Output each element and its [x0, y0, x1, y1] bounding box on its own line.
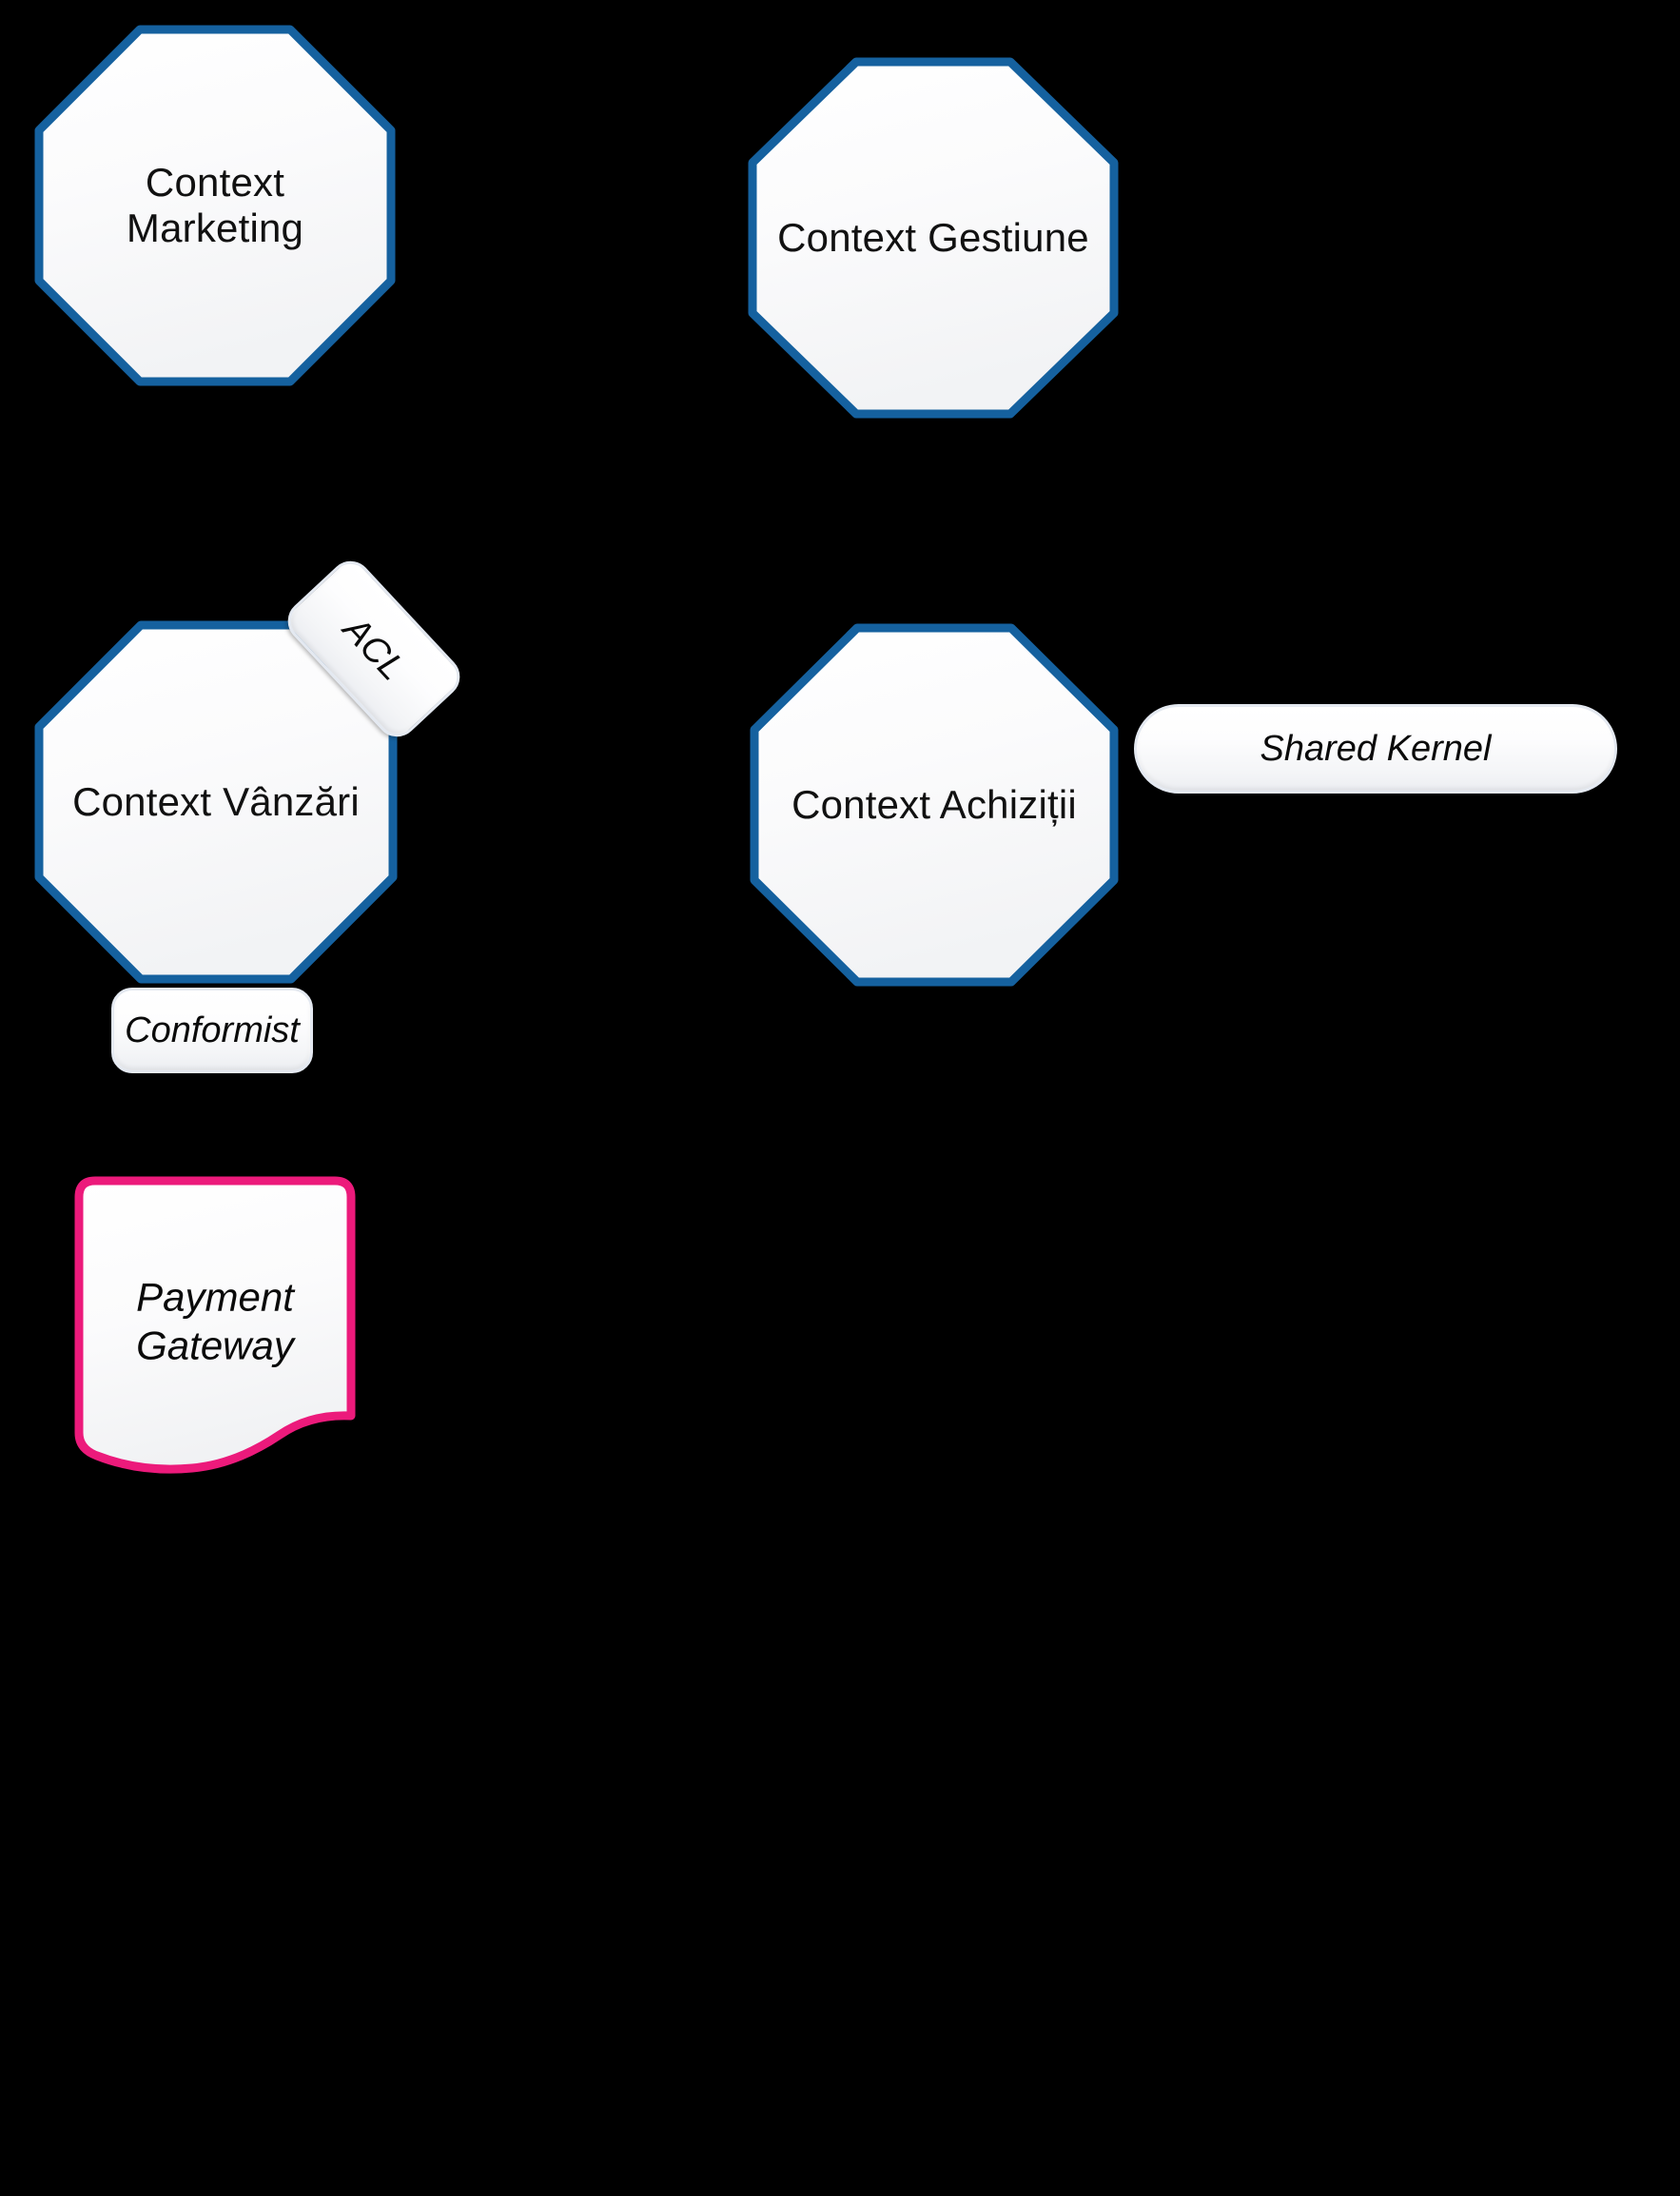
context-node-vanzari[interactable]: Context Vânzări — [34, 620, 398, 984]
octagon-shape — [748, 57, 1119, 419]
relationship-chip-shared-kernel[interactable]: Shared Kernel — [1134, 704, 1617, 794]
context-label-gestiune: Context Gestiune — [777, 214, 1089, 260]
relationship-chip-conformist[interactable]: Conformist — [111, 988, 313, 1073]
connector-shared-kernel-to-achizitii — [930, 550, 934, 653]
context-node-gestiune[interactable]: Context Gestiune — [748, 57, 1119, 419]
octagon-shape — [34, 25, 396, 386]
external-system-label-line1: Payment — [136, 1274, 294, 1320]
context-label-vanzari: Context Vânzări — [72, 778, 360, 824]
context-node-achizitii[interactable]: Context Achiziții — [750, 623, 1119, 987]
relationship-label-conformist: Conformist — [125, 1010, 300, 1050]
context-label-marketing: Context Marketing — [126, 159, 304, 250]
octagon-shape — [750, 623, 1119, 987]
external-system-payment-gateway[interactable]: Payment Gateway — [74, 1176, 356, 1492]
connector-conformist-to-payment-gateway — [211, 1066, 215, 1186]
external-system-label-payment-gateway: Payment Gateway — [74, 1272, 356, 1369]
relationship-label-acl: ACL — [335, 609, 413, 689]
context-label-achizitii: Context Achiziții — [791, 781, 1077, 827]
context-node-marketing[interactable]: Context Marketing — [34, 25, 396, 386]
external-system-label-line2: Gateway — [136, 1323, 294, 1368]
connector-gestiune-to-shared-kernel — [930, 411, 934, 518]
relationship-label-shared-kernel: Shared Kernel — [1260, 728, 1492, 769]
note-shape — [74, 1176, 356, 1474]
